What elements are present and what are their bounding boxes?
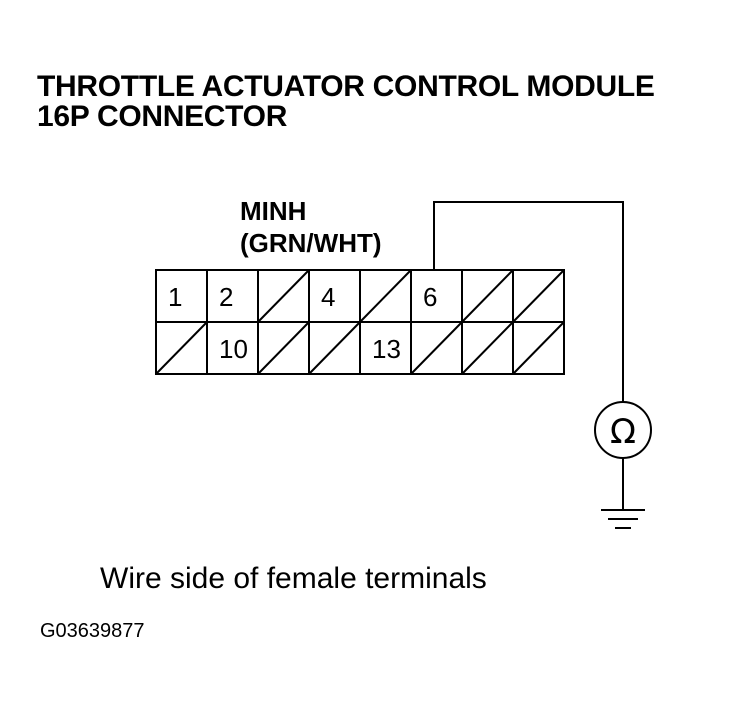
test-lead-wire: [433, 201, 624, 510]
ohmmeter-icon: Ω: [594, 401, 652, 459]
ground-icon: [601, 509, 645, 529]
diagram-title: THROTTLE ACTUATOR CONTROL MODULE 16P CON…: [37, 72, 655, 132]
terminal-number: 13: [372, 334, 401, 364]
terminal-wire-color-label: (GRN/WHT): [240, 228, 382, 258]
terminal-number: 4: [321, 282, 335, 312]
terminal-number: 6: [423, 282, 437, 312]
ohm-symbol: Ω: [610, 412, 636, 452]
terminal-number: 2: [219, 282, 233, 312]
connector-16p: 1 2 4 6 10 13: [155, 269, 565, 375]
caption: Wire side of female terminals: [100, 562, 487, 595]
empty-cavity-mark: [155, 321, 208, 375]
title-line-2: 16P CONNECTOR: [37, 100, 288, 133]
empty-cavity-mark: [308, 321, 361, 375]
empty-cavity-mark: [359, 269, 412, 323]
terminal-number: 1: [168, 282, 182, 312]
empty-cavity-mark: [410, 321, 463, 375]
figure-id: G03639877: [40, 620, 145, 642]
empty-cavity-mark: [257, 269, 310, 323]
empty-cavity-mark: [461, 269, 514, 323]
title-line-1: THROTTLE ACTUATOR CONTROL MODULE: [37, 70, 655, 103]
empty-cavity-mark: [512, 269, 565, 323]
empty-cavity-mark: [512, 321, 565, 375]
terminal-name-label: MINH: [240, 196, 306, 226]
terminal-number: 10: [219, 334, 248, 364]
empty-cavity-mark: [257, 321, 310, 375]
empty-cavity-mark: [461, 321, 514, 375]
